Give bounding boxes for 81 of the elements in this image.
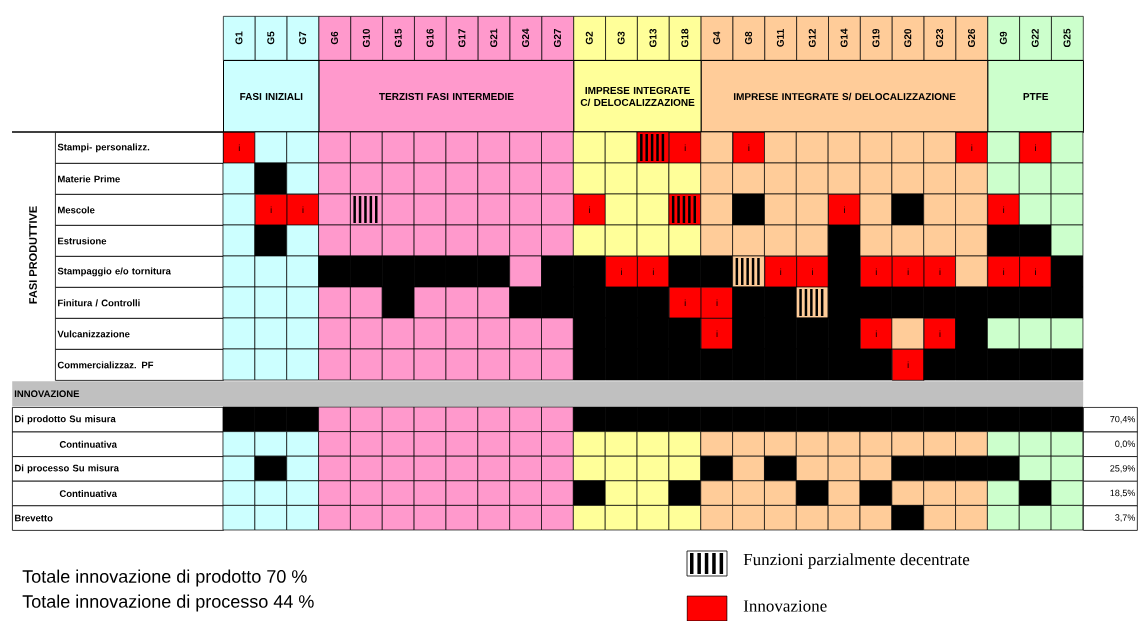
innovation-cell: i <box>987 256 1020 288</box>
column-header: G19 <box>860 16 893 61</box>
row-label: Materie Prime <box>55 163 224 195</box>
innovation-cell: i <box>987 194 1020 226</box>
innovation-cell: i <box>891 349 925 381</box>
percentage-cell: 18,5% <box>1082 480 1138 507</box>
row-label: Mescole <box>55 194 224 226</box>
innovation-cell: i <box>700 318 734 350</box>
column-header: G15 <box>382 16 415 61</box>
column-header: G17 <box>445 16 479 61</box>
row-label: Estrusione <box>55 225 224 257</box>
innovation-cell: i <box>286 194 320 226</box>
row-label: Stampi- personalizz. <box>55 132 224 164</box>
column-header: G16 <box>414 16 447 61</box>
column-header: G1 <box>223 16 256 61</box>
row-label: Commercializzaz. PF <box>55 349 224 381</box>
legend-label: Funzioni parzialmente decentrate <box>743 553 970 569</box>
column-header: G18 <box>668 16 702 61</box>
side-label: FASI PRODUTTIVE <box>29 206 37 304</box>
innovation-cell: i <box>668 287 702 319</box>
group-header: IMPRESE INTEGRATE C/ DELOCALIZZAZIONE <box>573 60 702 133</box>
innovation-cell: i <box>860 256 893 288</box>
innovation-cell: i <box>923 318 957 350</box>
column-header: G12 <box>796 16 829 61</box>
column-header: G20 <box>891 16 925 61</box>
row-label: Continuativa <box>12 480 224 507</box>
percentage-cell: 70,4% <box>1082 407 1138 433</box>
innovation-cell: i <box>923 256 957 288</box>
row-label: Di prodotto Su misura <box>12 407 224 433</box>
column-header: G23 <box>923 16 957 61</box>
percentage-cell: 0,0% <box>1082 431 1138 457</box>
column-header: G26 <box>955 16 989 61</box>
innovation-cell: i <box>796 256 829 288</box>
percentage-cell: 25,9% <box>1082 456 1138 482</box>
column-header: G22 <box>1019 16 1052 61</box>
column-header: G14 <box>828 16 861 61</box>
section-band: INNOVAZIONE <box>12 381 1084 407</box>
column-header: G4 <box>700 16 734 61</box>
innovation-cell: i <box>1019 256 1052 288</box>
column-header: G2 <box>573 16 606 61</box>
row-label: Vulcanizzazione <box>55 318 224 350</box>
innovation-cell: i <box>223 132 256 164</box>
innovation-cell: i <box>828 194 861 226</box>
innovation-cell: i <box>668 132 702 164</box>
innovation-cell: i <box>1019 132 1052 164</box>
column-header: G13 <box>637 16 670 61</box>
percentage-cell: 3,7% <box>1082 505 1138 531</box>
innovation-cell: i <box>732 132 766 164</box>
column-header: G11 <box>764 16 797 61</box>
total-note: Totale innovazione di prodotto 70 % <box>22 569 307 587</box>
innovation-cell: i <box>573 194 606 226</box>
column-header: G25 <box>1051 16 1084 61</box>
column-header: G9 <box>987 16 1020 61</box>
column-header: G6 <box>318 16 352 61</box>
innovation-cell: i <box>254 194 288 226</box>
innovation-cell: i <box>700 287 734 319</box>
row-label: Brevetto <box>12 505 224 531</box>
row-label: Di processo Su misura <box>12 456 224 482</box>
column-header: G3 <box>605 16 638 61</box>
total-note: Totale innovazione di processo 44 % <box>22 594 314 612</box>
column-header: G5 <box>254 16 288 61</box>
column-header: G21 <box>477 16 511 61</box>
row-label: Stampaggio e/o tornitura <box>55 256 224 288</box>
legend-label: Innovazione <box>743 600 827 612</box>
row-label: Finitura / Controlli <box>55 287 224 319</box>
innovation-cell: i <box>860 318 893 350</box>
group-header: IMPRESE INTEGRATE S/ DELOCALIZZAZIONE <box>700 60 989 133</box>
innovation-cell: i <box>764 256 797 288</box>
innovation-cell: i <box>605 256 638 288</box>
column-header: G24 <box>509 16 543 61</box>
group-header: TERZISTI FASI INTERMEDIE <box>318 60 575 133</box>
column-header: G8 <box>732 16 766 61</box>
innovation-cell: i <box>637 256 670 288</box>
column-header: G7 <box>286 16 320 61</box>
group-header: PTFE <box>987 60 1084 133</box>
column-header: G10 <box>350 16 383 61</box>
group-header: FASI INIZIALI <box>223 60 320 133</box>
innovation-cell: i <box>891 256 925 288</box>
innovation-cell: i <box>955 132 989 164</box>
row-label: Continuativa <box>12 431 224 457</box>
column-header: G27 <box>541 16 575 61</box>
